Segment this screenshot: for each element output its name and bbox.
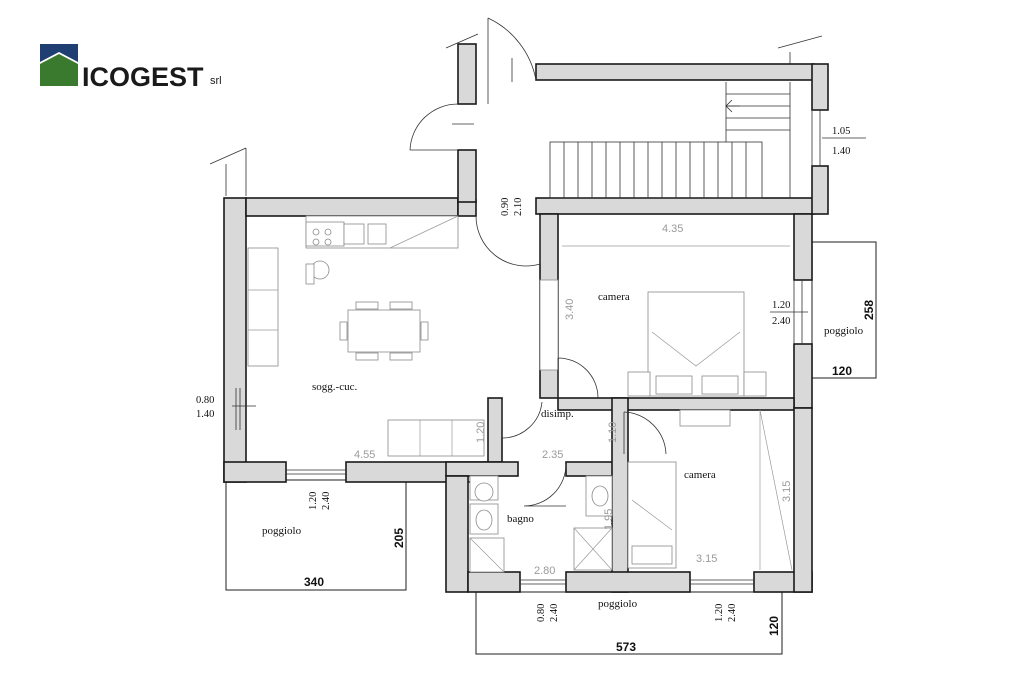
svg-text:2.40: 2.40 [727,604,738,622]
dim-bedroom1-depth: 3.40 [564,299,576,320]
kitchen-furniture [247,215,459,367]
dim-bath-width: 2.80 [534,565,555,577]
interior-doors [501,357,667,507]
svg-text:1.20: 1.20 [772,300,790,311]
opening-bath-window: 0.80 2.40 [536,604,560,622]
dim-balcony-right-width: 120 [832,364,852,378]
dim-hall-width: 2.35 [542,449,563,461]
svg-text:1.40: 1.40 [832,146,850,157]
room-label-hall: disimp. [541,408,574,420]
svg-text:2.40: 2.40 [772,316,790,327]
svg-text:2.10: 2.10 [513,198,524,216]
room-label-living: sogg.-cuc. [312,381,357,393]
dim-bath-depth: 1.95 [603,509,615,530]
logo-field-icon [40,54,78,86]
bedroom2-furniture [627,409,793,571]
svg-text:0.90: 0.90 [500,198,511,216]
room-label-balcony-right: poggiolo [824,325,864,337]
dim-living-width: 4.55 [354,449,375,461]
svg-text:1.40: 1.40 [196,409,214,420]
room-label-bedroom1: camera [598,291,630,303]
svg-text:1.20: 1.20 [714,604,725,622]
boundary-line-left [209,147,247,196]
company-logo: ICOGEST srl [40,44,222,92]
room-label-balcony-bottom: poggiolo [598,598,638,610]
sofa [387,419,485,457]
logo-suffix: srl [210,75,222,87]
dim-bedroom2-width: 3.15 [696,553,717,565]
dim-balcony-left-width: 340 [304,575,324,589]
opening-bedroom1-window: 1.20 2.40 [772,300,790,327]
svg-text:2.40: 2.40 [321,492,332,510]
dim-balcony-bottom-depth: 120 [767,616,781,636]
stair-arrow-icon [725,99,740,113]
dim-balcony-left-depth: 205 [392,528,406,548]
opening-entry-door: 0.90 2.10 [500,198,524,216]
dim-balcony-bottom-width: 573 [616,640,636,654]
opening-stair-window: 1.05 1.40 [832,126,850,157]
opening-bedroom2-window: 1.20 2.40 [714,604,738,622]
dim-bedroom1-width: 4.35 [662,223,683,235]
logo-roof-icon [40,44,78,62]
svg-text:1.05: 1.05 [832,126,850,137]
opening-living-window-bottom: 1.20 2.40 [308,492,332,510]
dim-hall-depth: 1.20 [475,422,487,443]
windows [232,110,866,585]
room-label-bath: bagno [507,513,534,525]
logo-name: ICOGEST [82,62,204,92]
balcony-right-outline [811,241,877,379]
balcony-left-outline [225,479,407,591]
opening-living-window-left: 0.80 1.40 [196,395,214,420]
bedroom1-furniture [539,245,790,397]
dining-table [339,301,429,361]
bathroom-fixtures [469,475,613,573]
svg-text:0.80: 0.80 [196,395,214,406]
svg-text:1.20: 1.20 [308,492,319,510]
svg-text:0.80: 0.80 [536,604,547,622]
entry-door [409,17,541,267]
room-label-balcony-left: poggiolo [262,525,302,537]
room-label-bedroom2: camera [684,469,716,481]
dim-bedroom2-depth: 3.15 [781,481,793,502]
staircase [549,82,791,199]
dim-hall-depth2: 1.10 [607,422,619,443]
svg-text:2.40: 2.40 [549,604,560,622]
dim-balcony-right-depth: 258 [862,300,876,320]
